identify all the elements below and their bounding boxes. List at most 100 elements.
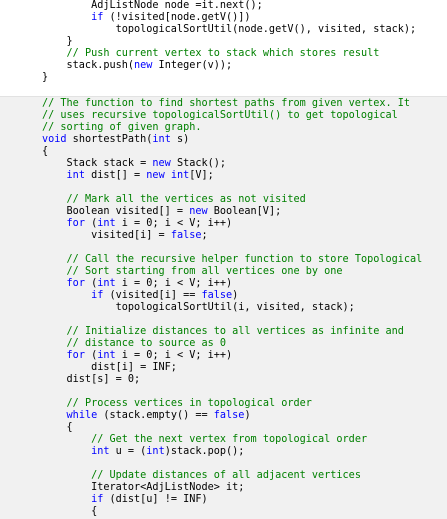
code-block-shortest-path: // The function to find shortest paths f…: [0, 96, 447, 519]
code-text: i = 0; i < V; i++): [115, 278, 233, 289]
code-comment: // Get the next vertex from topological …: [91, 434, 368, 445]
code-keyword: new: [146, 170, 165, 181]
code-line: }: [0, 36, 447, 48]
code-text: [42, 218, 67, 229]
code-comment: // Process vertices in topological order: [66, 398, 312, 409]
code-line: // uses recursive topologicalSortUtil() …: [0, 110, 447, 122]
code-text: Boolean[V];: [207, 206, 282, 217]
code-text: Stack stack =: [42, 158, 153, 169]
code-text: stack.push(: [42, 60, 135, 71]
code-text: ): [232, 290, 239, 301]
code-line: // distance to source as 0: [0, 338, 447, 350]
code-text: (!visited[node.getV()]): [103, 12, 251, 23]
code-comment: // Mark all the vertices as not visited: [66, 194, 306, 205]
code-text: }: [42, 72, 49, 83]
code-text: [42, 350, 67, 361]
code-line: dist[s] = 0;: [0, 374, 447, 386]
code-comment: // Initialize distances to all vertices …: [66, 326, 404, 337]
code-line: // The function to find shortest paths f…: [0, 98, 447, 110]
code-line: // Update distances of all adjacent vert…: [0, 470, 447, 482]
code-comment: // Push current vertex to stack which st…: [66, 48, 380, 59]
code-keyword: int: [146, 446, 165, 457]
code-text: Stack();: [170, 158, 227, 169]
code-text: u = (: [109, 446, 147, 457]
code-keyword: if: [91, 494, 104, 505]
code-text: [42, 278, 67, 289]
code-text: (: [84, 218, 98, 229]
code-text: i = 0; i < V; i++): [115, 350, 233, 361]
code-line: // Process vertices in topological order: [0, 398, 447, 410]
code-text: dist[] =: [84, 170, 147, 181]
code-comment: // Update distances of all adjacent vert…: [91, 470, 361, 481]
code-comment: // uses recursive topologicalSortUtil() …: [42, 110, 398, 121]
code-line: int dist[] = new int[V];: [0, 170, 447, 182]
code-text: topologicalSortUtil(i, visited, stack);: [42, 302, 355, 313]
code-keyword: int: [97, 278, 116, 289]
code-text: topologicalSortUtil(node.getV(), visited…: [42, 24, 417, 35]
code-keyword: void: [42, 134, 67, 145]
code-keyword: for: [66, 278, 85, 289]
code-text: dist[i] = INF;: [42, 362, 177, 373]
code-line: if (dist[u] != INF): [0, 494, 447, 506]
code-keyword: false: [201, 290, 233, 301]
code-line: if (visited[i] == false): [0, 290, 447, 302]
code-text: [42, 290, 91, 301]
code-line: }: [0, 72, 447, 84]
code-line: while (stack.empty() == false): [0, 410, 447, 422]
code-block-top: AdjListNode node =it.next(); if (!visite…: [0, 0, 447, 90]
code-line: for (int i = 0; i < V; i++): [0, 218, 447, 230]
code-text: [V];: [189, 170, 214, 181]
code-line: void shortestPath(int s): [0, 134, 447, 146]
code-text: (visited[i] ==: [103, 290, 202, 301]
code-keyword: if: [91, 12, 104, 23]
code-text: )stack.pop();: [164, 446, 245, 457]
code-text: Integer(v));: [152, 60, 233, 71]
code-text: {: [42, 506, 98, 517]
code-text: [42, 434, 91, 445]
code-line: Iterator<AdjListNode> it;: [0, 482, 447, 494]
code-line: {: [0, 506, 447, 518]
code-keyword: for: [66, 218, 85, 229]
code-line: // Sort starting from all vertices one b…: [0, 266, 447, 278]
code-line: [0, 182, 447, 194]
code-keyword: int: [97, 350, 116, 361]
code-text: (dist[u] != INF): [103, 494, 208, 505]
code-keyword: int: [152, 134, 171, 145]
code-text: {: [42, 422, 73, 433]
code-text: (: [84, 350, 98, 361]
code-line: for (int i = 0; i < V; i++): [0, 278, 447, 290]
code-comment: // The function to find shortest paths f…: [42, 98, 411, 109]
code-line: [0, 386, 447, 398]
code-text: (: [84, 278, 98, 289]
code-text: {: [42, 146, 49, 157]
code-line: [0, 458, 447, 470]
code-keyword: int: [66, 170, 85, 181]
code-line: int u = (int)stack.pop();: [0, 446, 447, 458]
code-comment: // sorting of given graph.: [42, 122, 202, 133]
code-text: [42, 170, 67, 181]
code-line: visited[i] = false;: [0, 230, 447, 242]
code-text: ;: [201, 230, 208, 241]
code-text: [42, 326, 67, 337]
code-keyword: new: [189, 206, 208, 217]
code-keyword: for: [66, 350, 85, 361]
code-text: [42, 194, 67, 205]
code-text: [42, 398, 67, 409]
code-keyword: false: [170, 230, 202, 241]
code-line: Stack stack = new Stack();: [0, 158, 447, 170]
code-text: [42, 494, 91, 505]
code-line: if (!visited[node.getV()]): [0, 12, 447, 24]
code-keyword: int: [97, 218, 116, 229]
code-text: visited[i] =: [42, 230, 171, 241]
code-keyword: if: [91, 290, 104, 301]
code-comment: // distance to source as 0: [66, 338, 227, 349]
code-text: AdjListNode node =it.next();: [42, 0, 263, 11]
code-line: // Initialize distances to all vertices …: [0, 326, 447, 338]
code-text: (stack.empty() ==: [97, 410, 214, 421]
code-text: }: [42, 36, 73, 47]
code-text: i = 0; i < V; i++): [115, 218, 233, 229]
code-line: stack.push(new Integer(v));: [0, 60, 447, 72]
code-line: {: [0, 422, 447, 434]
code-keyword: int: [170, 170, 190, 181]
code-text: [42, 410, 67, 421]
